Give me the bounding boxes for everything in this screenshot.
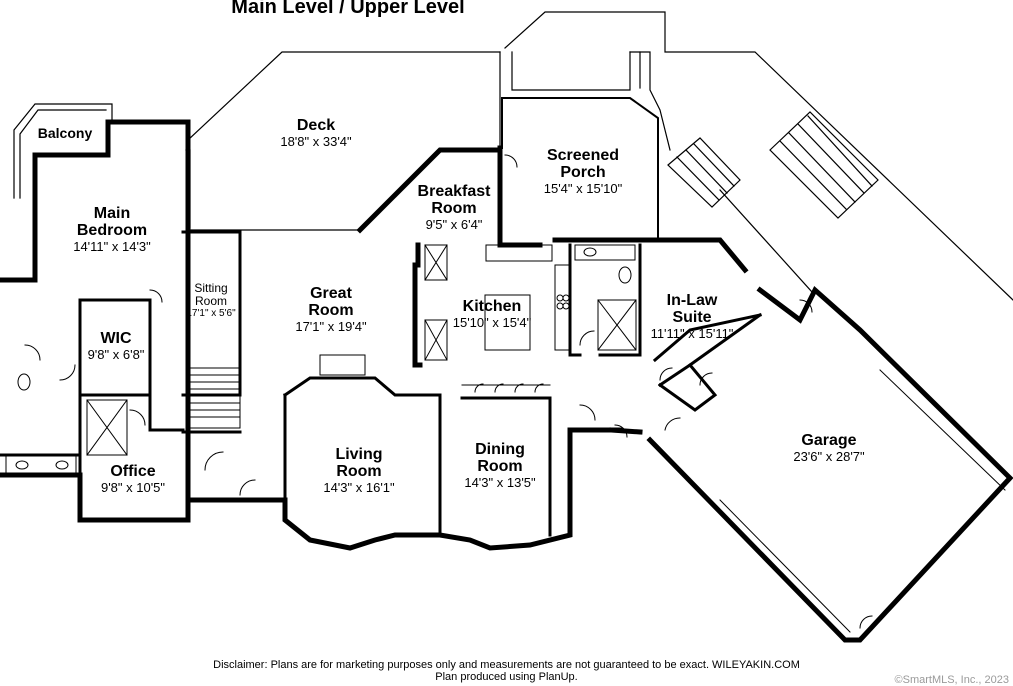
room-dimensions: 17'1" x 5'6" <box>186 308 236 319</box>
room-office: Office 9'8" x 10'5" <box>101 463 165 495</box>
disclaimer-text: Disclaimer: Plans are for marketing purp… <box>213 659 800 671</box>
room-name: Living Room <box>335 446 383 480</box>
planup-credit: Plan produced using PlanUp. <box>435 671 578 683</box>
room-name: Great Room <box>308 285 354 319</box>
plan-title: Main Level / Upper Level <box>231 0 465 18</box>
room-kitchen: Kitchen 15'10" x 15'4" <box>453 298 532 330</box>
room-dimensions: 23'6" x 28'7" <box>793 449 865 464</box>
room-name: Deck <box>296 117 336 134</box>
exterior-walls <box>0 119 1013 643</box>
room-name: Sitting Room <box>194 281 228 308</box>
fixtures <box>5 244 1006 633</box>
room-dimensions: 11'11" x 15'11" <box>650 326 734 341</box>
room-wic: WIC 9'8" x 6'8" <box>88 330 145 362</box>
room-dimensions: 14'3" x 13'5" <box>464 475 536 490</box>
room-name: Garage <box>801 432 857 449</box>
room-in-law-suite: In-Law Suite 11'11" x 15'11" <box>647 292 737 341</box>
room-dining-room: Dining Room 14'3" x 13'5" <box>455 441 545 490</box>
room-name: Breakfast Room <box>417 183 491 217</box>
copyright-notice: ©SmartMLS, Inc., 2023 <box>894 674 1010 686</box>
interior-walls <box>0 230 763 537</box>
room-breakfast-room: Breakfast Room 9'5" x 6'4" <box>409 183 499 232</box>
door-swings <box>24 154 873 629</box>
screened-porch-walls <box>501 97 659 239</box>
room-great-room: Great Room 17'1" x 19'4" <box>286 285 376 334</box>
balcony-outline <box>13 103 113 199</box>
room-name: Balcony <box>37 125 93 141</box>
room-name: WIC <box>100 330 132 347</box>
room-dimensions: 9'8" x 6'8" <box>87 347 145 362</box>
room-dimensions: 17'1" x 19'4" <box>295 319 367 334</box>
room-dimensions: 15'4" x 15'10" <box>543 181 623 196</box>
stairs <box>187 367 241 429</box>
room-dimensions: 9'5" x 6'4" <box>425 217 483 232</box>
room-dimensions: 9'8" x 10'5" <box>100 480 166 495</box>
room-balcony: Balcony <box>38 125 92 142</box>
upper-deck-outline <box>504 11 1013 301</box>
room-name: Kitchen <box>462 298 522 315</box>
room-dimensions: 15'10" x 15'4" <box>452 315 532 330</box>
room-name: Dining Room <box>475 441 525 475</box>
room-screened-porch: Screened Porch 15'4" x 15'10" <box>528 147 638 196</box>
room-sitting-room: Sitting Room 17'1" x 5'6" <box>181 282 241 320</box>
room-dimensions: 18'8" x 33'4" <box>280 134 352 149</box>
room-name: Office <box>110 463 156 480</box>
room-dimensions: 14'3" x 16'1" <box>323 480 395 495</box>
room-name: In-Law Suite <box>666 292 718 326</box>
room-dimensions: 14'11" x 14'3" <box>73 239 151 254</box>
room-living-room: Living Room 14'3" x 16'1" <box>314 446 404 495</box>
room-main-bedroom: Main Bedroom 14'11" x 14'3" <box>62 205 162 254</box>
room-name: Main Bedroom <box>76 205 148 239</box>
room-name: Screened Porch <box>546 147 620 181</box>
room-deck: Deck 18'8" x 33'4" <box>280 117 351 149</box>
room-garage: Garage 23'6" x 28'7" <box>793 432 864 464</box>
